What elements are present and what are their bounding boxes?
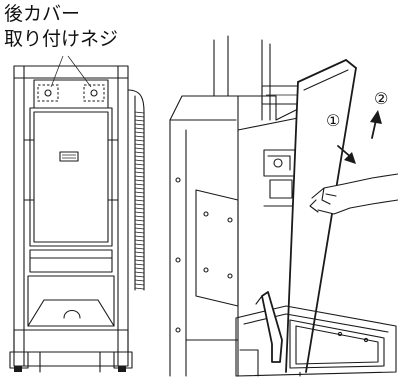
side-panel — [195, 189, 239, 307]
chain-link — [134, 275, 145, 278]
chain-link — [134, 163, 145, 166]
screw-icon — [37, 84, 59, 102]
chain-link — [134, 255, 145, 258]
chain-link — [134, 287, 145, 290]
chain-link — [134, 179, 145, 182]
chain-link — [134, 239, 145, 242]
chain-link — [134, 127, 145, 130]
chain-link — [134, 155, 145, 158]
internal-mechanism — [263, 149, 297, 207]
chain-link — [134, 215, 145, 218]
chain-link — [134, 219, 145, 222]
chain-link — [134, 195, 145, 198]
chain-link — [134, 207, 145, 210]
chain-link — [134, 271, 145, 274]
chain-link — [134, 175, 145, 178]
chain-link — [134, 183, 145, 186]
step-1-label: ① — [326, 111, 340, 130]
chain-link — [134, 167, 145, 170]
arrow-lift-icon — [370, 110, 382, 139]
chain-link — [134, 263, 145, 266]
chain-link — [134, 147, 145, 150]
chain-link — [134, 187, 145, 190]
chain-link — [134, 135, 145, 138]
chain-link — [134, 279, 145, 282]
chain-link — [134, 191, 145, 194]
chain-link — [134, 223, 145, 226]
chain-link — [134, 283, 145, 286]
chain-link — [134, 231, 145, 234]
chain-link — [134, 143, 145, 146]
screw-icon — [83, 84, 105, 102]
chain-link — [134, 203, 145, 206]
leader-line-right — [67, 55, 92, 88]
chain-link — [134, 119, 145, 122]
rear-frame — [13, 65, 129, 367]
chain-link — [134, 243, 145, 246]
hand-icon — [309, 173, 398, 215]
rear-cover — [29, 107, 113, 247]
side-view: ① ② — [169, 35, 398, 377]
chain-link — [134, 171, 145, 174]
chain-link — [134, 151, 145, 154]
step-2-label: ② — [374, 89, 388, 108]
chain-link — [134, 111, 145, 114]
support-arm — [255, 291, 283, 363]
chain-link — [134, 211, 145, 214]
rear-cover-panel — [285, 59, 357, 373]
arrow-push-icon — [337, 145, 356, 164]
chain-link — [134, 235, 145, 238]
chain-link — [134, 251, 145, 254]
chain-link — [134, 123, 145, 126]
chain-link — [134, 247, 145, 250]
caption-line-1: 後カバー — [4, 3, 81, 25]
chain-link — [134, 159, 145, 162]
leader-line-left — [50, 55, 64, 88]
cable-chain — [127, 89, 145, 291]
chain-link — [134, 227, 145, 230]
chain-link — [134, 199, 145, 202]
chain-link — [134, 131, 145, 134]
base-tray — [235, 305, 397, 377]
rear-view — [9, 55, 145, 373]
chain-link — [134, 267, 145, 270]
screw-label: 後カバー 取り付けネジ — [4, 2, 204, 52]
chain-link — [134, 139, 145, 142]
caption-line-2: 取り付けネジ — [4, 28, 119, 50]
chain-link — [134, 259, 145, 262]
chain-link — [134, 115, 145, 118]
